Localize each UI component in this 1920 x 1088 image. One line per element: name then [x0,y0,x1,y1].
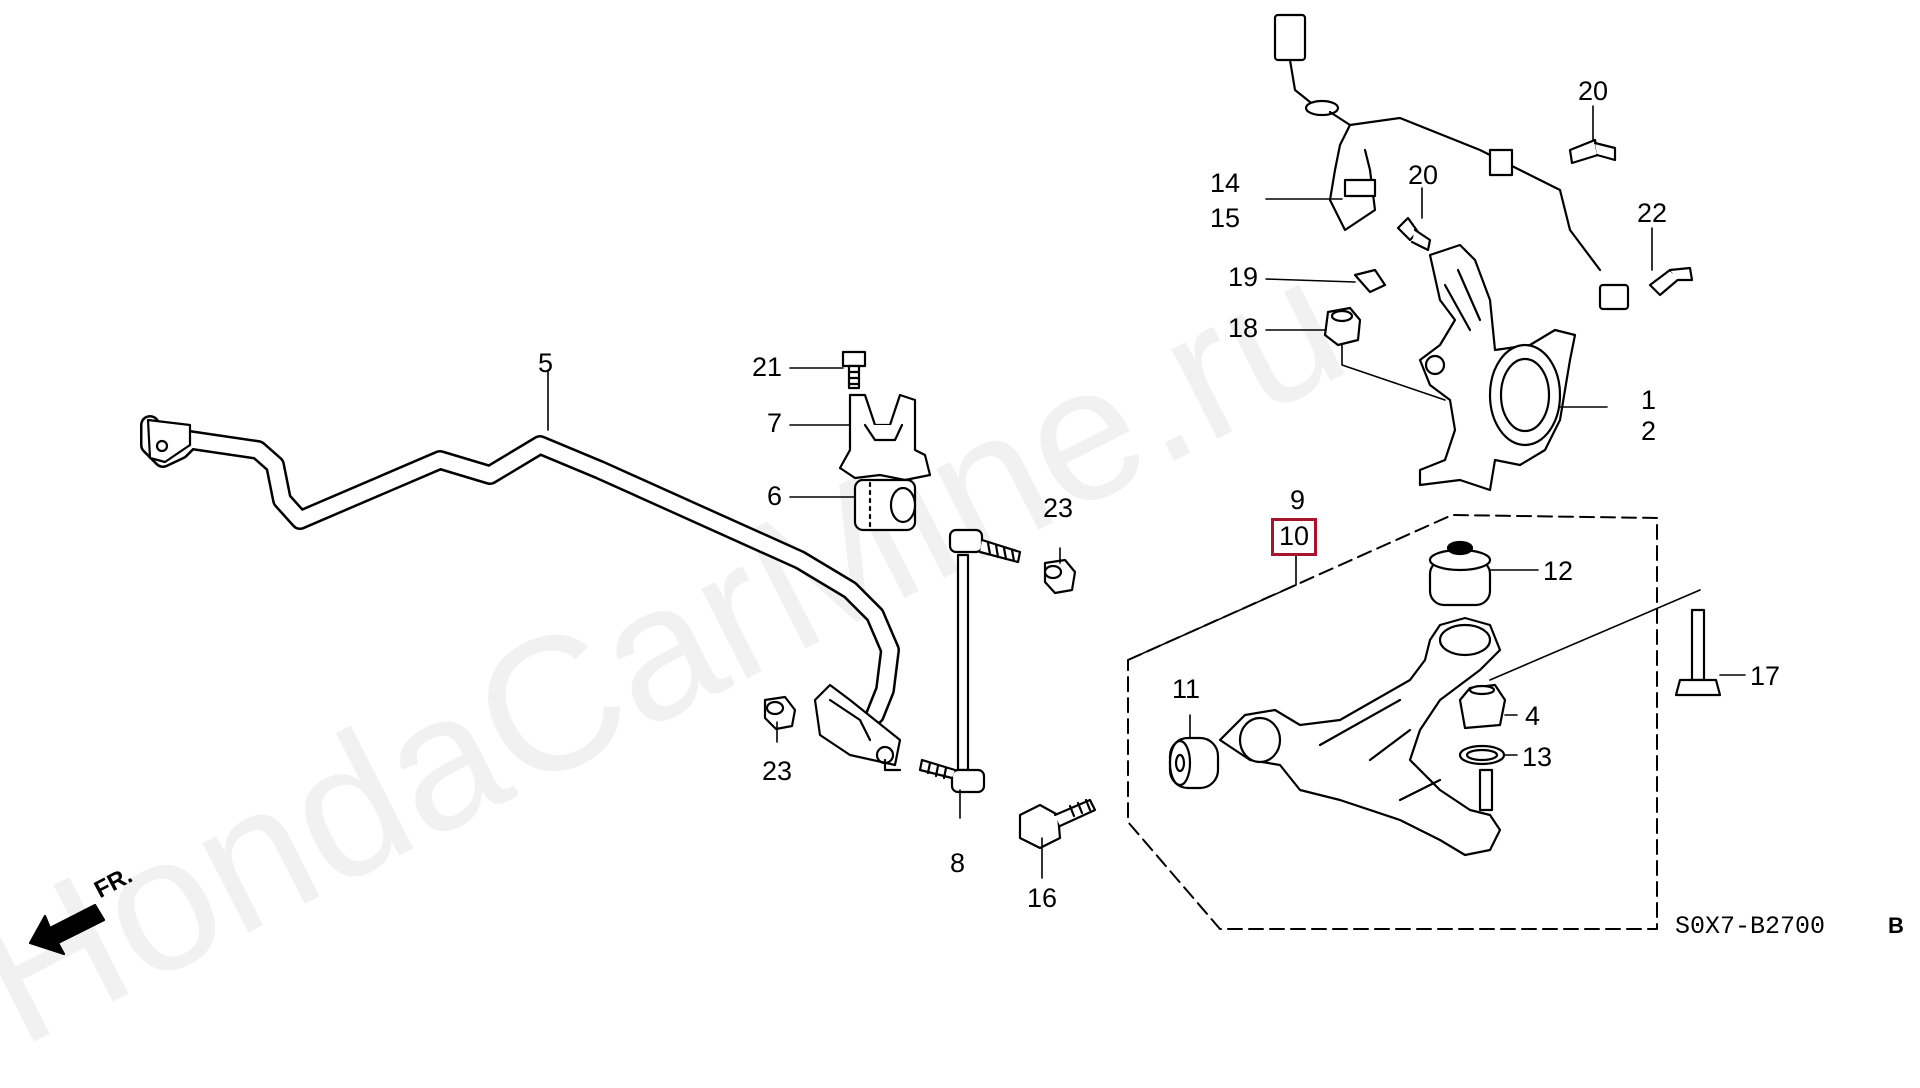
callout-8[interactable]: 8 [950,848,966,878]
direction-arrow [28,903,106,956]
bushing-12 [1428,540,1492,607]
assembly-bracket [1127,514,1658,930]
callout-12[interactable]: 12 [1543,556,1574,586]
callout-15[interactable]: 15 [1210,203,1241,233]
bolt-17 [1674,608,1722,697]
abs-sensor-wire [1273,13,1630,311]
steering-knuckle [1418,243,1577,492]
callout-2[interactable]: 2 [1641,416,1657,446]
leader-lines [547,105,1746,879]
callout-11[interactable]: 11 [1172,674,1201,704]
bushing-holder [838,393,932,482]
callout-6[interactable]: 6 [767,481,783,511]
bolt-20-top [1568,138,1617,165]
nut-18 [1323,306,1362,347]
clip-19 [1353,268,1387,294]
parts-diagram [28,13,1746,956]
ball-joint-stud [1478,768,1494,812]
ball-joint-boot [1458,683,1507,730]
nut-23-left [763,695,797,731]
callout-20-top[interactable]: 20 [1578,76,1609,106]
bolt-16 [1018,798,1097,850]
callout-1[interactable]: 1 [1641,385,1657,415]
nut-23-right [1043,558,1077,595]
callout-13[interactable]: 13 [1522,742,1553,772]
bolt-21 [841,350,867,390]
bolt-20-middle [1396,216,1432,252]
callout-14[interactable]: 14 [1210,168,1241,198]
callout-16[interactable]: 16 [1027,883,1058,913]
callout-5[interactable]: 5 [538,348,554,378]
bolt-22 [1648,266,1694,297]
callout-23-right[interactable]: 23 [1043,493,1074,523]
callout-21[interactable]: 21 [752,352,783,382]
callout-18[interactable]: 18 [1228,313,1259,343]
callout-10[interactable]: 10 [1271,518,1318,556]
diagram-variant: B [1888,913,1904,938]
callout-4[interactable]: 4 [1525,701,1541,731]
bushing-11 [1168,736,1220,790]
callout-20-middle[interactable]: 20 [1408,160,1439,190]
callout-23-left[interactable]: 23 [762,756,793,786]
callout-22[interactable]: 22 [1637,198,1668,228]
stabilizer-link [918,528,1022,794]
stabilizer-bar [140,415,902,772]
callout-17[interactable]: 17 [1750,661,1781,691]
callout-19[interactable]: 19 [1228,262,1259,292]
callout-7[interactable]: 7 [767,408,783,438]
snap-ring-13 [1458,744,1506,766]
lower-arm [1218,616,1502,857]
diagram-code: S0X7-B2700 [1675,912,1826,941]
callout-9[interactable]: 9 [1290,485,1306,515]
bushing [853,478,917,532]
